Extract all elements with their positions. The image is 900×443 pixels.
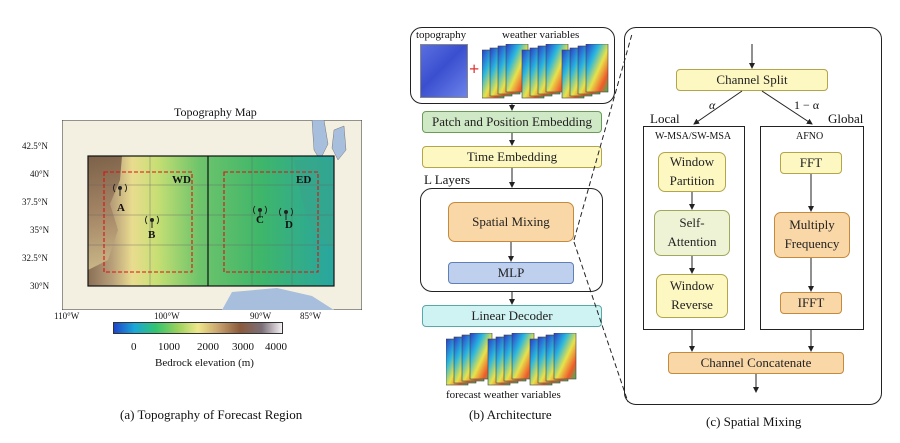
- forecast-variables-label: forecast weather variables: [446, 389, 561, 401]
- lat-label: 35°N: [30, 225, 50, 235]
- l-layers-label: L Layers: [424, 172, 471, 187]
- lon-label: 90°W: [250, 311, 272, 321]
- time-embedding-box: Time Embedding: [422, 146, 602, 168]
- terrain-fill: [88, 156, 334, 286]
- mlp-box: MLP: [448, 262, 574, 284]
- l-layers-frame: [420, 188, 603, 292]
- lat-label: 42.5°N: [22, 141, 48, 151]
- caption-b: (b) Architecture: [469, 407, 552, 422]
- caption-a: (a) Topography of Forecast Region: [120, 407, 303, 422]
- ifft-box: IFFT: [780, 292, 842, 314]
- global-label: Global: [828, 111, 864, 126]
- arrow-split-local: [693, 90, 743, 125]
- local-label: Local: [650, 111, 680, 126]
- window-reverse-box: Window Reverse: [656, 274, 728, 318]
- colorbar-label: Bedrock elevation (m): [155, 357, 254, 369]
- alpha-label: α: [709, 98, 716, 112]
- zoom-line-top: [573, 33, 633, 241]
- window-partition-box: Window Partition: [658, 152, 726, 192]
- lat-label: 40°N: [30, 169, 50, 179]
- channel-split-box: Channel Split: [676, 69, 828, 91]
- site-label-b: B: [148, 229, 156, 241]
- zoom-line-bottom: [573, 241, 629, 403]
- site-label-a: A: [117, 202, 125, 214]
- wd-region: [103, 171, 193, 273]
- colorbar-tick: 2000: [197, 341, 219, 353]
- site-label-c: C: [256, 214, 264, 226]
- lon-label: 110°W: [54, 311, 80, 321]
- colorbar-tick: 4000: [265, 341, 287, 353]
- topography-thumbnail: [420, 44, 468, 98]
- region-label-ed: ED: [296, 174, 312, 186]
- forecast-variable-stack: [446, 333, 577, 386]
- station-icon-d: [279, 207, 293, 220]
- window-reverse-line2: Reverse: [671, 297, 713, 312]
- self-attention-line1: Self-: [679, 215, 705, 231]
- map-title: Topography Map: [174, 105, 257, 119]
- input-frame: [410, 27, 615, 104]
- region-label-wd: WD: [172, 174, 191, 186]
- lat-label: 37.5°N: [22, 197, 48, 207]
- state-borders: [88, 156, 334, 286]
- channel-concatenate-box: Channel Concatenate: [668, 352, 844, 374]
- colorbar-tick: 0: [131, 341, 137, 353]
- global-branch-frame: [760, 126, 864, 330]
- lon-label: 100°W: [154, 311, 180, 321]
- spatial-mixing-detail-frame: [624, 27, 882, 405]
- weather-variables-label: weather variables: [502, 29, 580, 41]
- local-branch-frame: [643, 126, 745, 330]
- window-reverse-line1: Window: [669, 278, 715, 294]
- spatial-mixing-box: Spatial Mixing: [448, 202, 574, 242]
- site-label-d: D: [285, 219, 293, 231]
- multiply-frequency-box: Multiply Frequency: [774, 212, 850, 258]
- caption-c: (c) Spatial Mixing: [706, 414, 802, 429]
- weather-variable-stack: [482, 44, 609, 99]
- gulf-water: [222, 288, 334, 310]
- one-minus-alpha-label: 1 − α: [794, 98, 820, 112]
- forecast-region-box: [87, 155, 335, 287]
- lake-michigan: [331, 125, 347, 161]
- rocky-mountains: [88, 156, 122, 270]
- wmsa-label: W-MSA/SW-MSA: [655, 131, 732, 142]
- arrow-split-global: [761, 90, 813, 125]
- afno-label: AFNO: [796, 131, 824, 142]
- colorbar: [113, 322, 283, 334]
- colorbar-tick: 3000: [232, 341, 254, 353]
- window-partition-line1: Window: [669, 154, 715, 170]
- window-partition-line2: Partition: [669, 173, 715, 188]
- lon-label: 85°W: [300, 311, 322, 321]
- patch-position-embedding-box: Patch and Position Embedding: [422, 111, 602, 133]
- self-attention-box: Self- Attention: [654, 210, 730, 256]
- ed-region: [223, 171, 319, 273]
- colorbar-tick: 1000: [158, 341, 180, 353]
- station-icon-c: [253, 205, 267, 218]
- topography-map: [62, 120, 362, 310]
- lat-label: 32.5°N: [22, 253, 48, 263]
- plus-sign: +: [469, 59, 480, 79]
- linear-decoder-box: Linear Decoder: [422, 305, 602, 327]
- fft-box: FFT: [780, 152, 842, 174]
- great-lakes: [311, 120, 329, 161]
- east-highlands: [294, 160, 334, 250]
- station-icon-a: [113, 183, 127, 196]
- multiply-frequency-line2: Frequency: [784, 236, 840, 251]
- lat-label: 30°N: [30, 281, 50, 291]
- multiply-frequency-line1: Multiply: [789, 217, 835, 233]
- station-icon-b: [145, 215, 159, 228]
- topography-label: topography: [416, 29, 467, 41]
- self-attention-line2: Attention: [667, 234, 717, 249]
